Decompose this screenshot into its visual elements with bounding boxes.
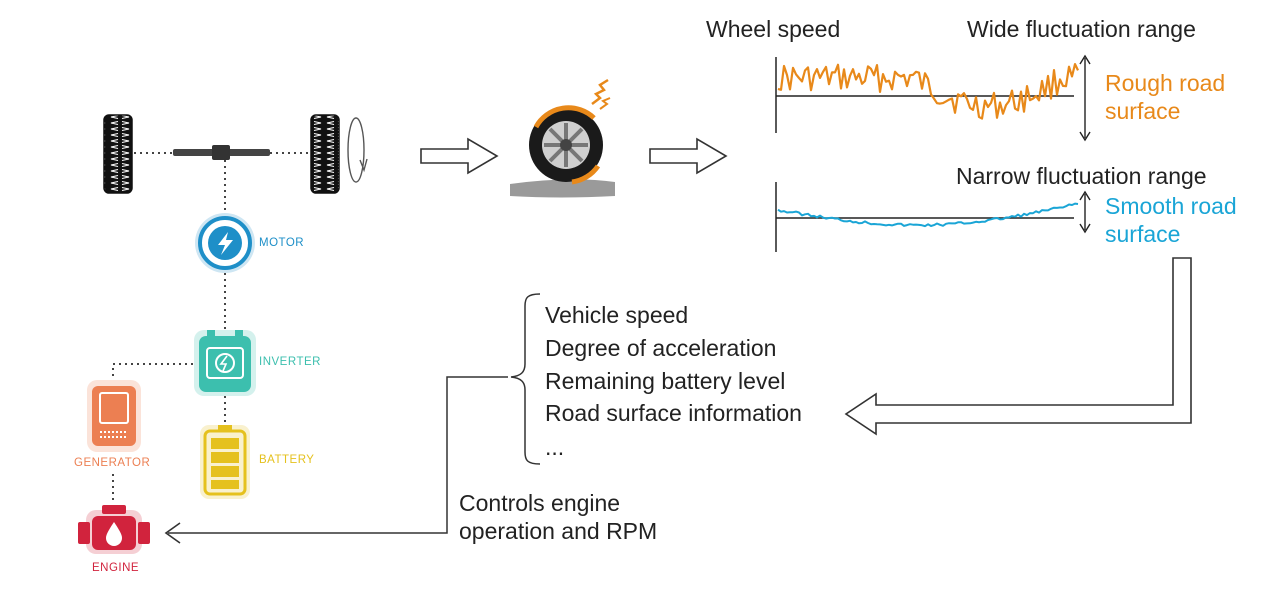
right-wheel xyxy=(310,114,340,194)
left-wheel xyxy=(103,114,133,194)
engine-label: ENGINE xyxy=(92,562,140,574)
generator-icon xyxy=(87,380,141,452)
differential xyxy=(212,145,230,160)
rough-signal-line xyxy=(777,62,1079,120)
battery-label: BATTERY xyxy=(259,454,315,466)
narrow-range-label: Narrow fluctuation range xyxy=(956,163,1207,189)
battery-icon xyxy=(200,425,250,499)
input-brace xyxy=(510,293,541,465)
input-more: ... xyxy=(545,434,565,460)
inverter-icon xyxy=(194,330,256,396)
arrow-to-chart xyxy=(649,137,728,175)
wide-range-arrow-icon xyxy=(1079,54,1091,142)
wide-range-label: Wide fluctuation range xyxy=(967,16,1196,42)
engine-icon xyxy=(78,505,150,554)
feedback-arrow xyxy=(844,257,1192,436)
wheel-speed-chart xyxy=(775,54,1091,252)
smooth-signal-line xyxy=(777,202,1079,228)
rough-road-label-1: Rough road xyxy=(1105,70,1226,96)
motor-label: MOTOR xyxy=(259,237,305,249)
input-battery-level: Remaining battery level xyxy=(545,368,786,394)
control-label-1: Controls engine xyxy=(459,490,621,516)
rough-road-label-2: surface xyxy=(1105,98,1181,124)
generator-label: GENERATOR xyxy=(74,457,151,469)
control-label-2: operation and RPM xyxy=(459,518,658,544)
smooth-road-label-2: surface xyxy=(1105,221,1181,247)
control-arrow-head-icon xyxy=(164,522,181,544)
input-road-surface: Road surface information xyxy=(545,400,802,426)
link-inverter-generator xyxy=(112,363,193,380)
rotation-arrow-icon xyxy=(347,117,368,183)
inverter-label: INVERTER xyxy=(259,356,321,368)
input-acceleration: Degree of acceleration xyxy=(545,335,777,361)
narrow-range-arrow-icon xyxy=(1079,190,1091,234)
arrow-to-tire xyxy=(420,137,499,175)
smooth-road-label-1: Smooth road xyxy=(1105,193,1237,219)
drivetrain xyxy=(78,114,368,554)
tire-icon xyxy=(510,78,615,198)
control-line xyxy=(168,376,508,534)
chart-title: Wheel speed xyxy=(706,16,841,42)
motor-icon xyxy=(195,213,255,273)
input-vehicle-speed: Vehicle speed xyxy=(545,302,689,328)
